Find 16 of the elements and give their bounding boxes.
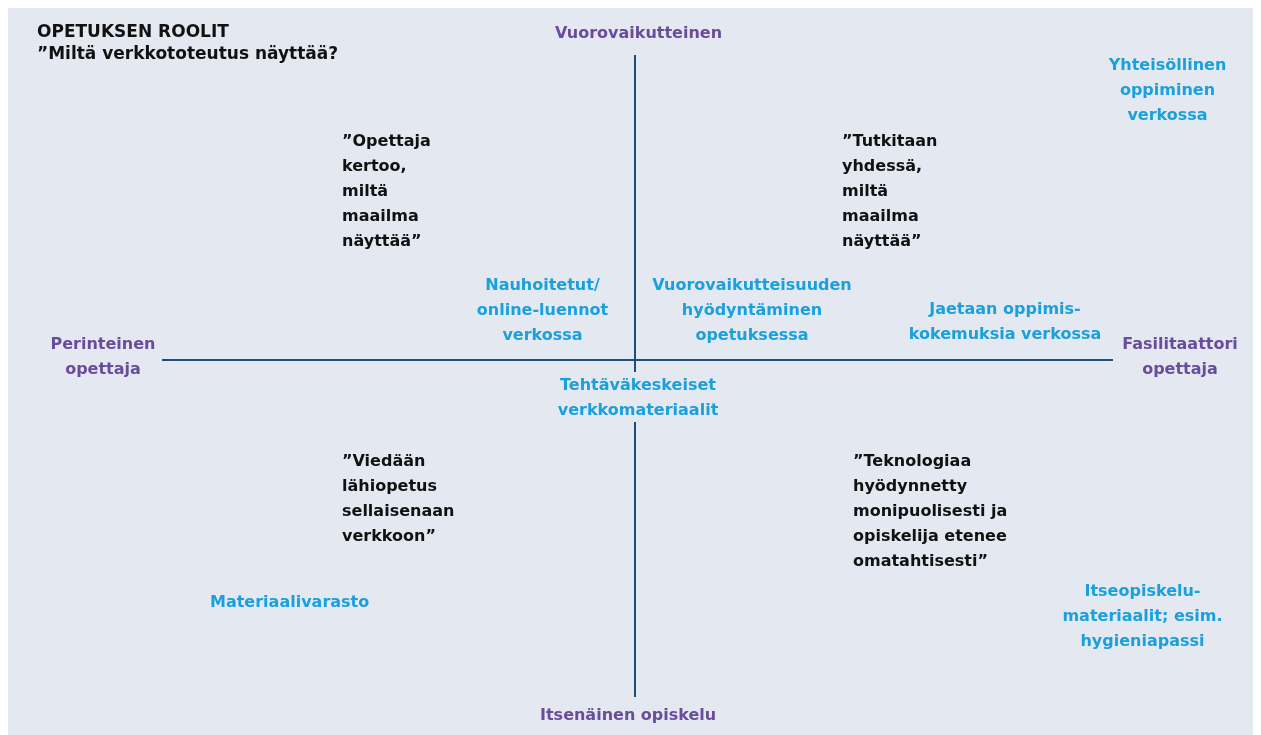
- quadrant-label: Itseopiskelu- materiaalit; esim. hygieniapassi: [1061, 580, 1224, 652]
- subtitle: ”Miltä verkkototeutus näyttää?: [37, 42, 339, 64]
- axis-label: Itsenäinen opiskelu: [540, 704, 717, 726]
- quote-text: ”Viedään lähiopetus sellaisenaan verkkoon”: [342, 450, 456, 547]
- axis-label: Fasilitaattori opettaja: [1121, 333, 1239, 380]
- axis-label: Perinteinen opettaja: [49, 333, 157, 380]
- quadrant-label: Yhteisöllinen oppiminen verkossa: [1107, 54, 1228, 126]
- category-label: Vuorovaikutteisuuden hyödyntäminen opetuksessa: [651, 274, 853, 346]
- quote-text: ”Tutkitaan yhdessä, miltä maailma näyttää”: [842, 130, 939, 252]
- category-label: Jaetaan oppimis- kokemuksia verkossa: [907, 298, 1103, 345]
- quote-text: ”Opettaja kertoo, miltä maailma näyttää”: [342, 130, 432, 252]
- title: OPETUKSEN ROOLIT: [37, 20, 229, 42]
- category-label: Materiaalivarasto: [210, 591, 370, 613]
- quote-text: ”Teknologiaa hyödynnetty monipuolisesti ja opiskelija etenee omatahtisesti”: [853, 450, 1009, 572]
- axis-label: Vuorovaikutteinen: [555, 22, 723, 44]
- category-label: Nauhoitetut/ online-luennot verkossa: [475, 274, 610, 346]
